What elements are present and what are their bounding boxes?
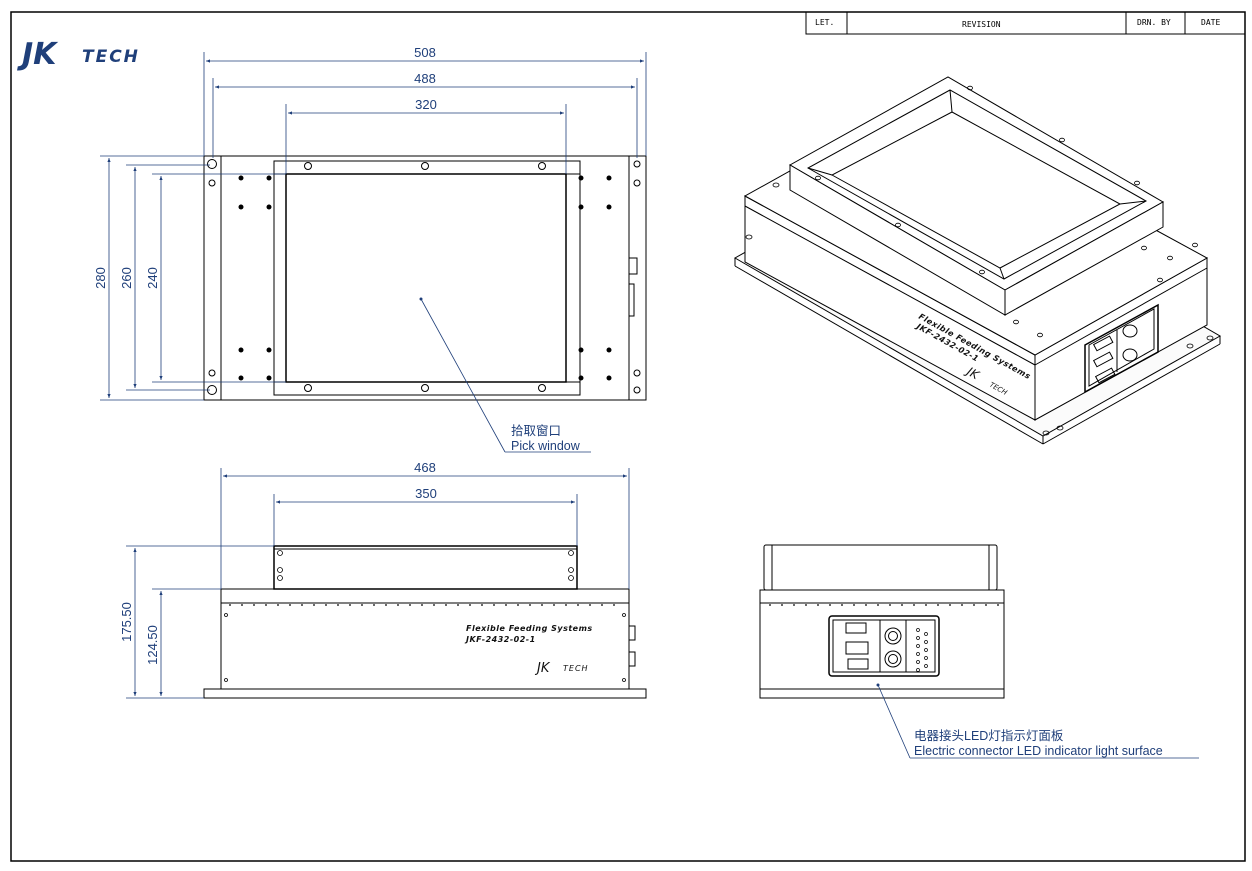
drn-by-label: DRN. BY [1137,18,1171,27]
end-view-leds [916,628,928,672]
side-view [203,545,647,699]
dim-length-hopper: 350 [415,486,437,501]
side-view-dimensions [126,468,630,699]
top-view-dimensions [100,52,647,401]
date-label: DATE [1201,18,1220,27]
side-label-line1: Flexible Feeding Systems [466,624,593,633]
let-label: LET. [815,18,834,27]
side-view-vent-dots [229,604,615,606]
top-view-holes [207,159,641,395]
revision-label: REVISION [962,20,1001,29]
logo-tech: TECH [82,47,140,67]
pick-window-en: Pick window [511,439,581,453]
connector-callout: 电器接头LED灯指示灯面板 Electric connector LED ind… [876,683,1199,759]
company-logo: JK TECH [17,37,140,72]
pick-window-callout: 拾取窗口 Pick window [419,297,591,453]
end-view-vent-dots [769,604,999,606]
dim-width-window: 320 [415,97,437,112]
logo-jk: JK [17,37,59,72]
dim-height-holes: 260 [119,267,134,289]
sheet-border [10,11,1246,862]
dim-length-body: 468 [414,460,436,475]
side-view-holes [224,550,626,682]
dim-height-body: 124.50 [145,625,160,665]
dim-width-outer: 508 [414,45,436,60]
side-logo-tech: TECH [563,664,589,673]
end-view [759,544,1005,699]
dim-width-holes: 488 [414,71,436,86]
top-view-screws [238,175,612,381]
isometric-holes [745,85,1214,436]
isometric-view [733,76,1222,445]
top-view [203,155,647,401]
pick-window-cn: 拾取窗口 [511,423,561,438]
side-logo-jk: JK [534,661,551,676]
connector-callout-en: Electric connector LED indicator light s… [914,744,1163,758]
side-label-line2: JKF-2432-02-1 [464,635,536,644]
dim-height-window: 240 [145,267,160,289]
dim-height-total: 175.50 [119,602,134,642]
revision-table: LET. REVISION DRN. BY DATE [805,11,1246,35]
connector-callout-cn: 电器接头LED灯指示灯面板 [914,728,1064,743]
dim-height-outer: 280 [93,267,108,289]
